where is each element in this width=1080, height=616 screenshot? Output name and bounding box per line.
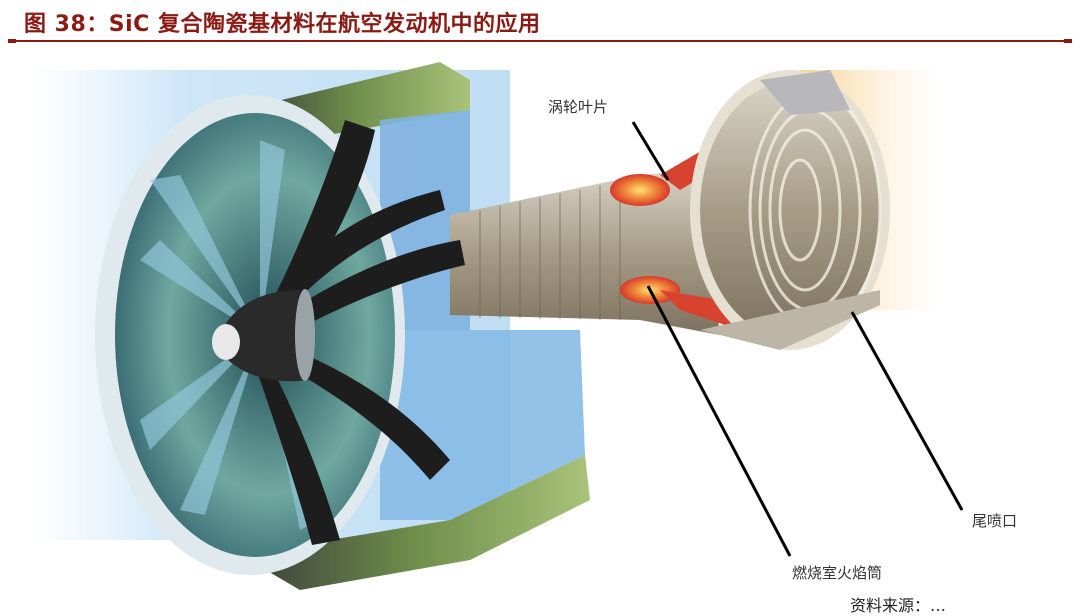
source-note: 资料来源：… <box>850 596 947 615</box>
label-turbine-blade: 涡轮叶片 <box>548 98 609 116</box>
label-exhaust-nozzle: 尾喷口 <box>972 512 1018 530</box>
label-combustor-liner: 燃烧室火焰筒 <box>792 564 883 582</box>
turbine-blade-leader <box>631 121 670 181</box>
combustor-liner-leader <box>646 285 792 557</box>
engine-cutaway-illustration <box>30 62 964 590</box>
figure-title: 图 38：SiC 复合陶瓷基材料在航空发动机中的应用 <box>24 12 541 37</box>
exhaust-nozzle-leader <box>850 311 964 511</box>
title-rule <box>8 39 1072 43</box>
